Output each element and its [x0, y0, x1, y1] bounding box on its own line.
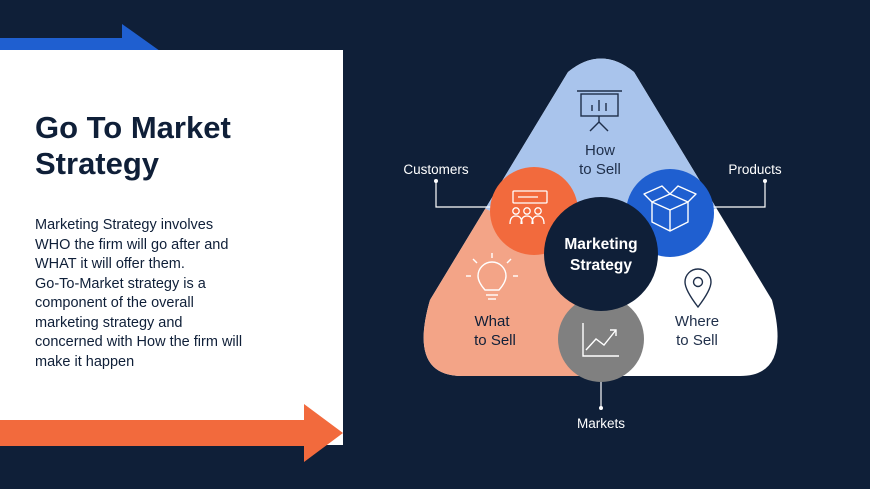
- what-label-line1: What: [474, 313, 510, 330]
- customers-connector: [435, 181, 495, 208]
- people-meeting-icon: [509, 190, 548, 225]
- products-connector: [700, 181, 766, 208]
- products-connector-dot: [763, 179, 767, 183]
- slide-title: Go To Market Strategy: [35, 110, 231, 181]
- box-icon: [643, 185, 697, 232]
- presentation-chart-icon: [577, 90, 622, 132]
- marketing-strategy-center: [544, 197, 658, 311]
- products-label: Products: [728, 162, 782, 177]
- slide-description: Marketing Strategy involves WHO the firm…: [35, 217, 243, 370]
- orange-arrow-shape: [0, 404, 343, 462]
- where-label-line1: Where: [675, 313, 719, 330]
- text-panel: [0, 50, 343, 445]
- markets-circle: [558, 296, 644, 382]
- center-label-line1: Marketing: [564, 236, 637, 253]
- center-label-line2: Strategy: [570, 257, 632, 274]
- markets-connector-dot: [599, 406, 603, 410]
- where-label-line2: to Sell: [676, 332, 718, 349]
- location-pin-icon: [684, 268, 712, 309]
- how-label-line2: to Sell: [579, 161, 621, 178]
- customers-connector-dot: [434, 179, 438, 183]
- trend-chart-icon: [582, 323, 619, 357]
- what-label-line2: to Sell: [474, 332, 516, 349]
- lightbulb-icon: [466, 253, 518, 300]
- customers-label: Customers: [403, 162, 469, 177]
- markets-label: Markets: [577, 416, 625, 431]
- how-label-line1: How: [585, 142, 615, 159]
